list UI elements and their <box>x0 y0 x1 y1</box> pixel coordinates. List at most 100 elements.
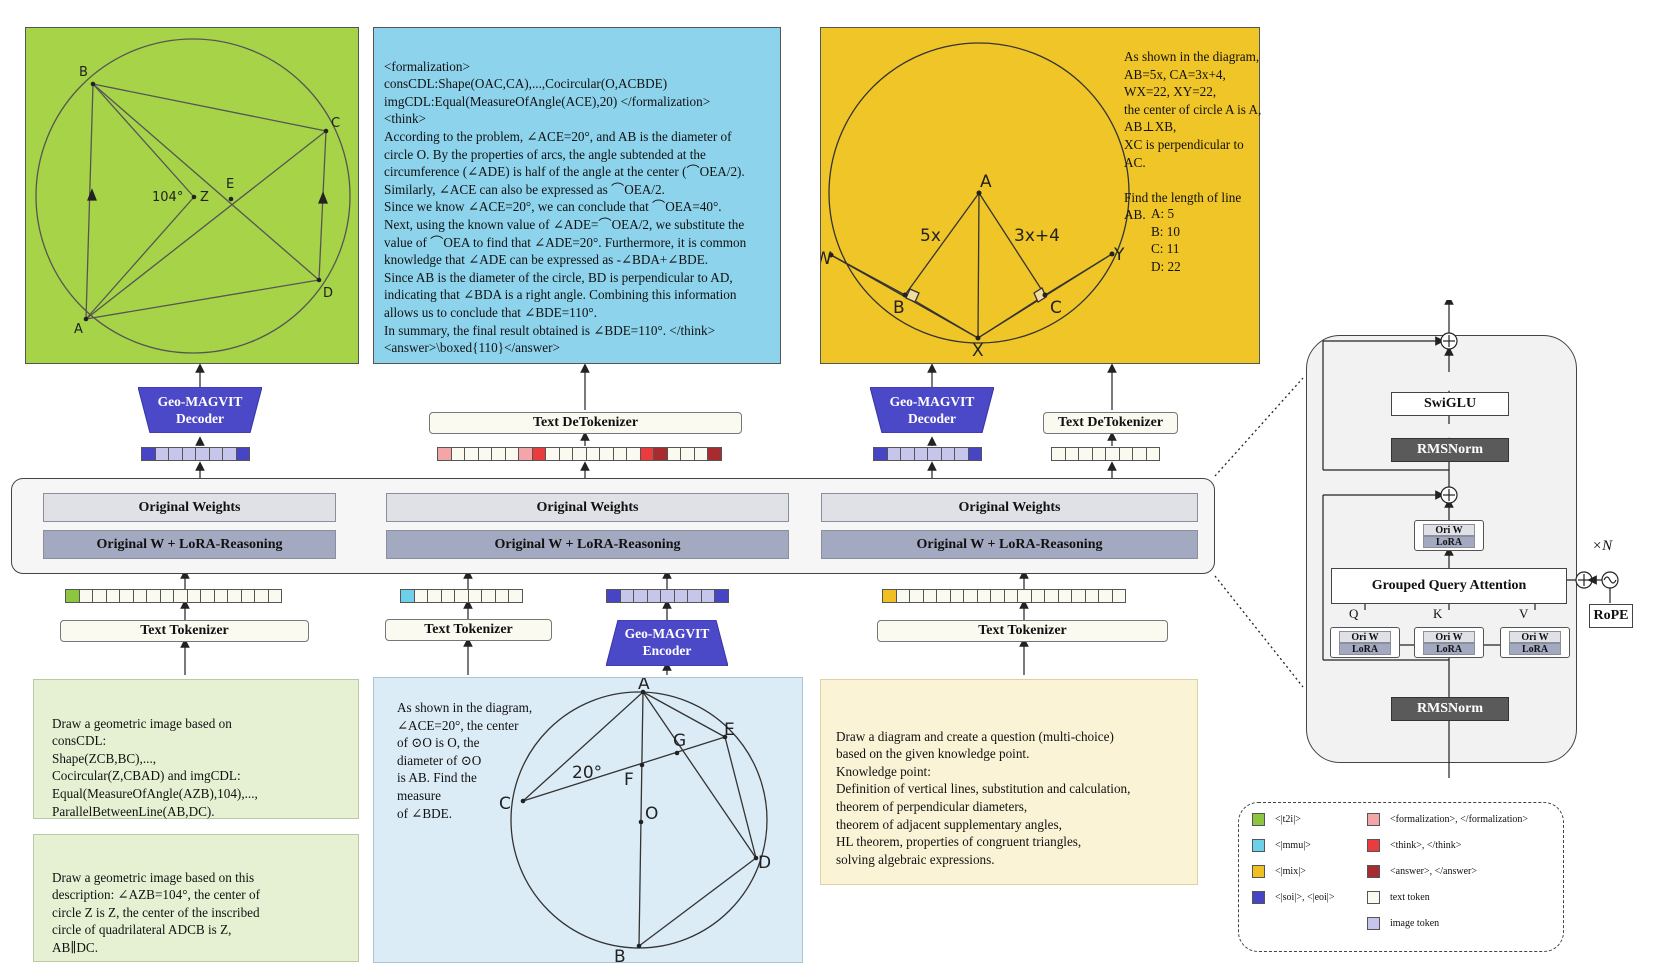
token-txt <box>666 447 681 461</box>
original-weights-2: Original Weights <box>386 493 789 522</box>
legend-label: <answer>, </answer> <box>1390 866 1477 877</box>
token-img <box>633 589 648 603</box>
token-txt <box>680 447 695 461</box>
token-txt <box>467 589 482 603</box>
token-txt <box>427 589 442 603</box>
text-tokenizer-1: Text Tokenizer <box>60 620 309 642</box>
ori-w-label: Ori W <box>1423 524 1475 536</box>
inscribed-quadrilateral-diagram: B C E Z D A 104° <box>35 38 351 354</box>
lora-label: LoRA <box>1423 643 1475 655</box>
token-img <box>195 447 210 461</box>
vertical-arrows <box>180 363 1117 675</box>
legend-item: <|t2i|> <box>1252 813 1301 826</box>
rmsnorm-top-box: RMSNorm <box>1391 438 1509 462</box>
token-txt <box>508 589 523 603</box>
token-txt <box>440 589 455 603</box>
point-o-label: O <box>645 804 658 824</box>
mmu-input-panel: As shown in the diagram, ∠ACE=20°, the c… <box>373 677 803 964</box>
token-txt <box>1044 589 1059 603</box>
point-c-label: C <box>331 116 340 131</box>
token-soi <box>873 447 888 461</box>
lora-label: LoRA <box>1339 643 1391 655</box>
decoder-1-label: Geo-MAGVIT Decoder <box>157 394 243 426</box>
token-txt <box>1030 589 1045 603</box>
lora-reasoning-1: Original W + LoRA-Reasoning <box>43 530 336 559</box>
lora-reasoning-2: Original W + LoRA-Reasoning <box>386 530 789 559</box>
token-txt <box>936 589 951 603</box>
token-img <box>673 589 688 603</box>
legend-label: text token <box>1390 892 1430 903</box>
point-a-label: A <box>74 322 83 337</box>
token-img <box>208 447 223 461</box>
geo-magvit-decoder-2 <box>870 387 994 433</box>
legend-item: <answer>, </answer> <box>1367 865 1477 878</box>
token-img <box>687 589 702 603</box>
segment-ac-label: 3x+4 <box>1014 226 1060 246</box>
angle-label: 104° <box>152 190 183 205</box>
token-txt <box>186 589 201 603</box>
token-think <box>531 447 546 461</box>
decoder-1-token-row <box>141 447 250 461</box>
legend-box: <|t2i|> <formalization>, </formalization>… <box>1238 802 1564 952</box>
point-b-label: B <box>893 298 905 318</box>
segment-ab-label: 5x <box>920 226 941 246</box>
token-txt <box>1064 447 1079 461</box>
legend-item: <think>, </think> <box>1367 839 1461 852</box>
token-txt <box>481 589 496 603</box>
legend-label: <|mix|> <box>1275 866 1306 877</box>
mix-output-panel: A W Y B C X 5x 3x+4 As shown in the diag… <box>820 27 1261 364</box>
token-img <box>181 447 196 461</box>
text-detokenizer-1: Text DeTokenizer <box>429 412 742 434</box>
legend-label: <|mmu|> <box>1275 840 1311 851</box>
legend-swatch <box>1367 839 1380 852</box>
point-x-label: X <box>972 341 984 361</box>
token-img <box>700 589 715 603</box>
legend-label: image token <box>1390 918 1440 929</box>
token-txt <box>119 589 134 603</box>
circle-o-diagram: A E G C F O D B 20° <box>499 678 771 964</box>
k-proj-lora-box: Ori W LoRA <box>1414 627 1484 658</box>
q-proj-lora-box: Ori W LoRA <box>1330 627 1400 658</box>
answer-options-text: A: 5 B: 10 C: 11 D: 22 <box>1151 206 1181 274</box>
mmu-token-row <box>400 589 523 603</box>
lora-label: LoRA <box>1509 643 1561 655</box>
legend-swatch <box>1367 891 1380 904</box>
token-txt <box>1111 589 1126 603</box>
token-txt <box>949 589 964 603</box>
token-img <box>154 447 169 461</box>
token-txt <box>413 589 428 603</box>
point-e-label: E <box>226 177 234 192</box>
token-txt <box>146 589 161 603</box>
token-txt <box>1051 447 1066 461</box>
token-txt <box>240 589 255 603</box>
k-label: K <box>1433 606 1443 621</box>
token-think <box>639 447 654 461</box>
token-txt <box>976 589 991 603</box>
detokenizer-2-token-row <box>1051 447 1160 461</box>
token-txt <box>213 589 228 603</box>
detokenizer-1-token-row <box>437 447 722 461</box>
token-form <box>437 447 452 461</box>
token-mix <box>882 589 897 603</box>
legend-item: text token <box>1367 891 1430 904</box>
legend-swatch <box>1367 865 1380 878</box>
token-txt <box>1071 589 1086 603</box>
token-txt <box>1078 447 1093 461</box>
token-txt <box>267 589 282 603</box>
legend-swatch <box>1252 865 1265 878</box>
token-txt <box>1132 447 1147 461</box>
output-proj-lora-box: Ori W LoRA <box>1414 520 1484 551</box>
legend-swatch <box>1252 891 1265 904</box>
token-img <box>646 589 661 603</box>
token-img <box>886 447 901 461</box>
point-c-label: C <box>499 794 511 814</box>
t2i-output-panel: B C E Z D A 104° <box>25 27 359 364</box>
lora-reasoning-3: Original W + LoRA-Reasoning <box>821 530 1198 559</box>
token-soi <box>141 447 156 461</box>
point-w-label: W <box>821 249 832 269</box>
v-proj-lora-box: Ori W LoRA <box>1500 627 1570 658</box>
point-y-label: Y <box>1113 245 1125 265</box>
legend-item: <formalization>, </formalization> <box>1367 813 1528 826</box>
token-txt <box>545 447 560 461</box>
token-img <box>954 447 969 461</box>
